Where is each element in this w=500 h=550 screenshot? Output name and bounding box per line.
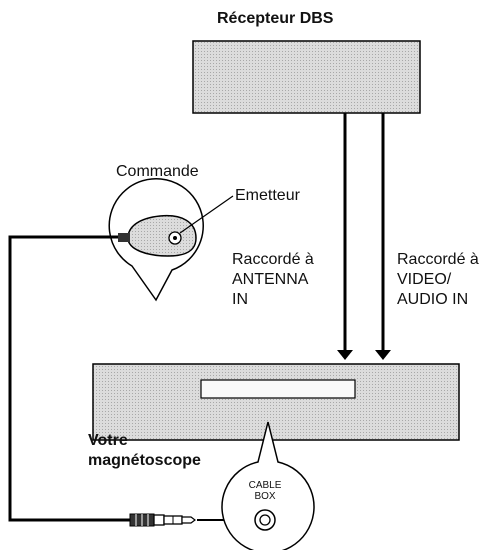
antenna-in-label: Raccordé à ANTENNA IN xyxy=(232,251,314,308)
controller-connector xyxy=(118,233,130,242)
controller-body xyxy=(127,214,197,257)
emitter-pointer xyxy=(179,195,234,234)
vcr-box xyxy=(92,363,460,441)
cable-box-callout xyxy=(221,421,315,550)
video-audio-arrowhead xyxy=(375,350,391,360)
controller-wire xyxy=(8,235,130,522)
dbs-receiver-box xyxy=(192,40,421,114)
commande-label: Commande xyxy=(116,163,199,180)
dbs-receiver-label: Récepteur DBS xyxy=(217,10,334,27)
vcr-cassette-slot xyxy=(200,379,356,399)
emitter-lens-inner xyxy=(173,236,177,240)
plug-collar xyxy=(153,514,165,526)
plug-tip xyxy=(181,516,196,524)
video-audio-in-label: Raccordé à VIDEO/ AUDIO IN xyxy=(397,251,479,308)
cable-box-jack-inner xyxy=(259,514,271,526)
emetteur-label: Emetteur xyxy=(235,187,300,204)
antenna-arrowhead xyxy=(337,350,353,360)
vcr-label: Votre magnétoscope xyxy=(88,432,201,469)
cable-box-label: CABLE BOX xyxy=(248,480,282,502)
